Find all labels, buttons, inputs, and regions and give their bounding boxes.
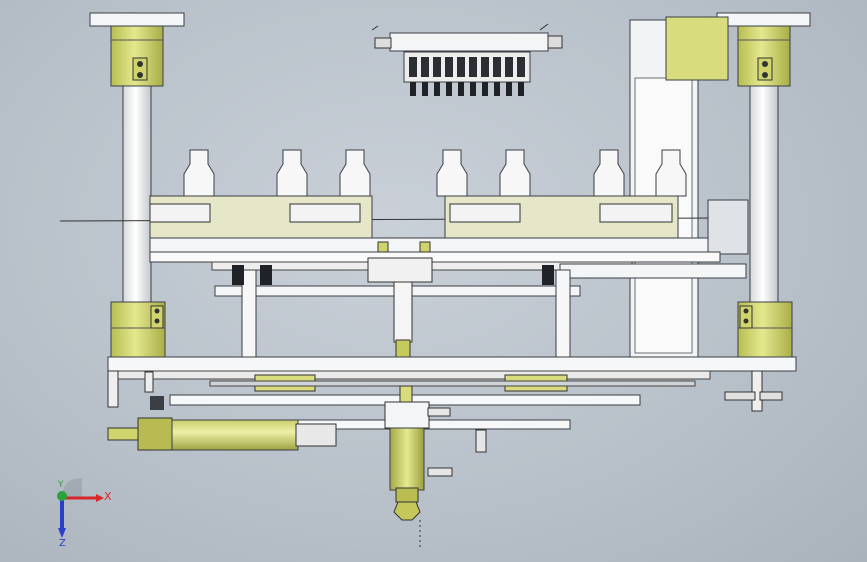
valve-manifold — [371, 23, 563, 96]
gripper-carriage — [59, 195, 749, 263]
base-plate — [107, 356, 797, 430]
pneumatic-cylinder-horizontal — [107, 396, 337, 451]
axis-z-label: Z — [59, 538, 66, 549]
axis-y-label: Y — [58, 480, 64, 490]
left-column — [89, 12, 185, 358]
right-column — [716, 12, 811, 358]
axis-x-label: X — [104, 490, 112, 503]
pneumatic-cylinder-vertical — [384, 385, 487, 550]
triad-axis-icon — [57, 478, 104, 538]
gripper-fingers — [183, 149, 687, 197]
mid-structure — [211, 241, 747, 363]
